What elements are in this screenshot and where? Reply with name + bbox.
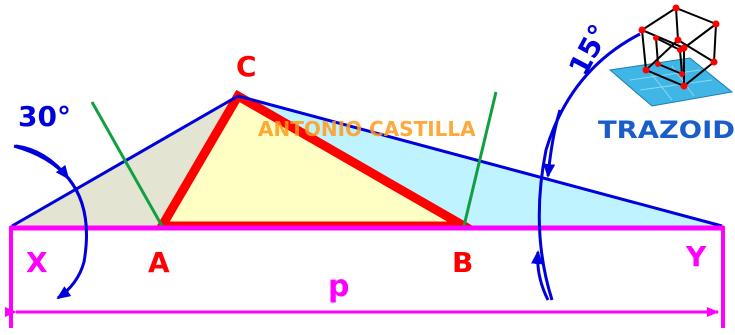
logo-plane (608, 57, 734, 107)
angle-arc-right-arrow-down (543, 109, 562, 178)
label-point-y: Y (685, 240, 707, 273)
cube-vertices (638, 4, 720, 90)
trazoide-logo: TRAZOID (598, 4, 735, 144)
watermark-text: ANTONIO CASTILLA (258, 117, 476, 141)
angle-arc-right-arrow-up (531, 250, 550, 301)
label-point-c: C (236, 50, 257, 83)
label-point-b: B (452, 246, 473, 279)
label-angle-30: 30° (18, 100, 71, 133)
angle-arc-left-upper (15, 144, 70, 180)
bisector-right (462, 91, 498, 227)
label-point-x: X (26, 246, 48, 279)
label-perimeter: p (328, 269, 349, 304)
bisector-left (90, 101, 164, 227)
logo-text: TRAZOID (598, 116, 735, 144)
logo-plane-grid (629, 65, 713, 101)
label-point-a: A (148, 246, 170, 279)
label-angle-15: 15° (562, 19, 616, 81)
